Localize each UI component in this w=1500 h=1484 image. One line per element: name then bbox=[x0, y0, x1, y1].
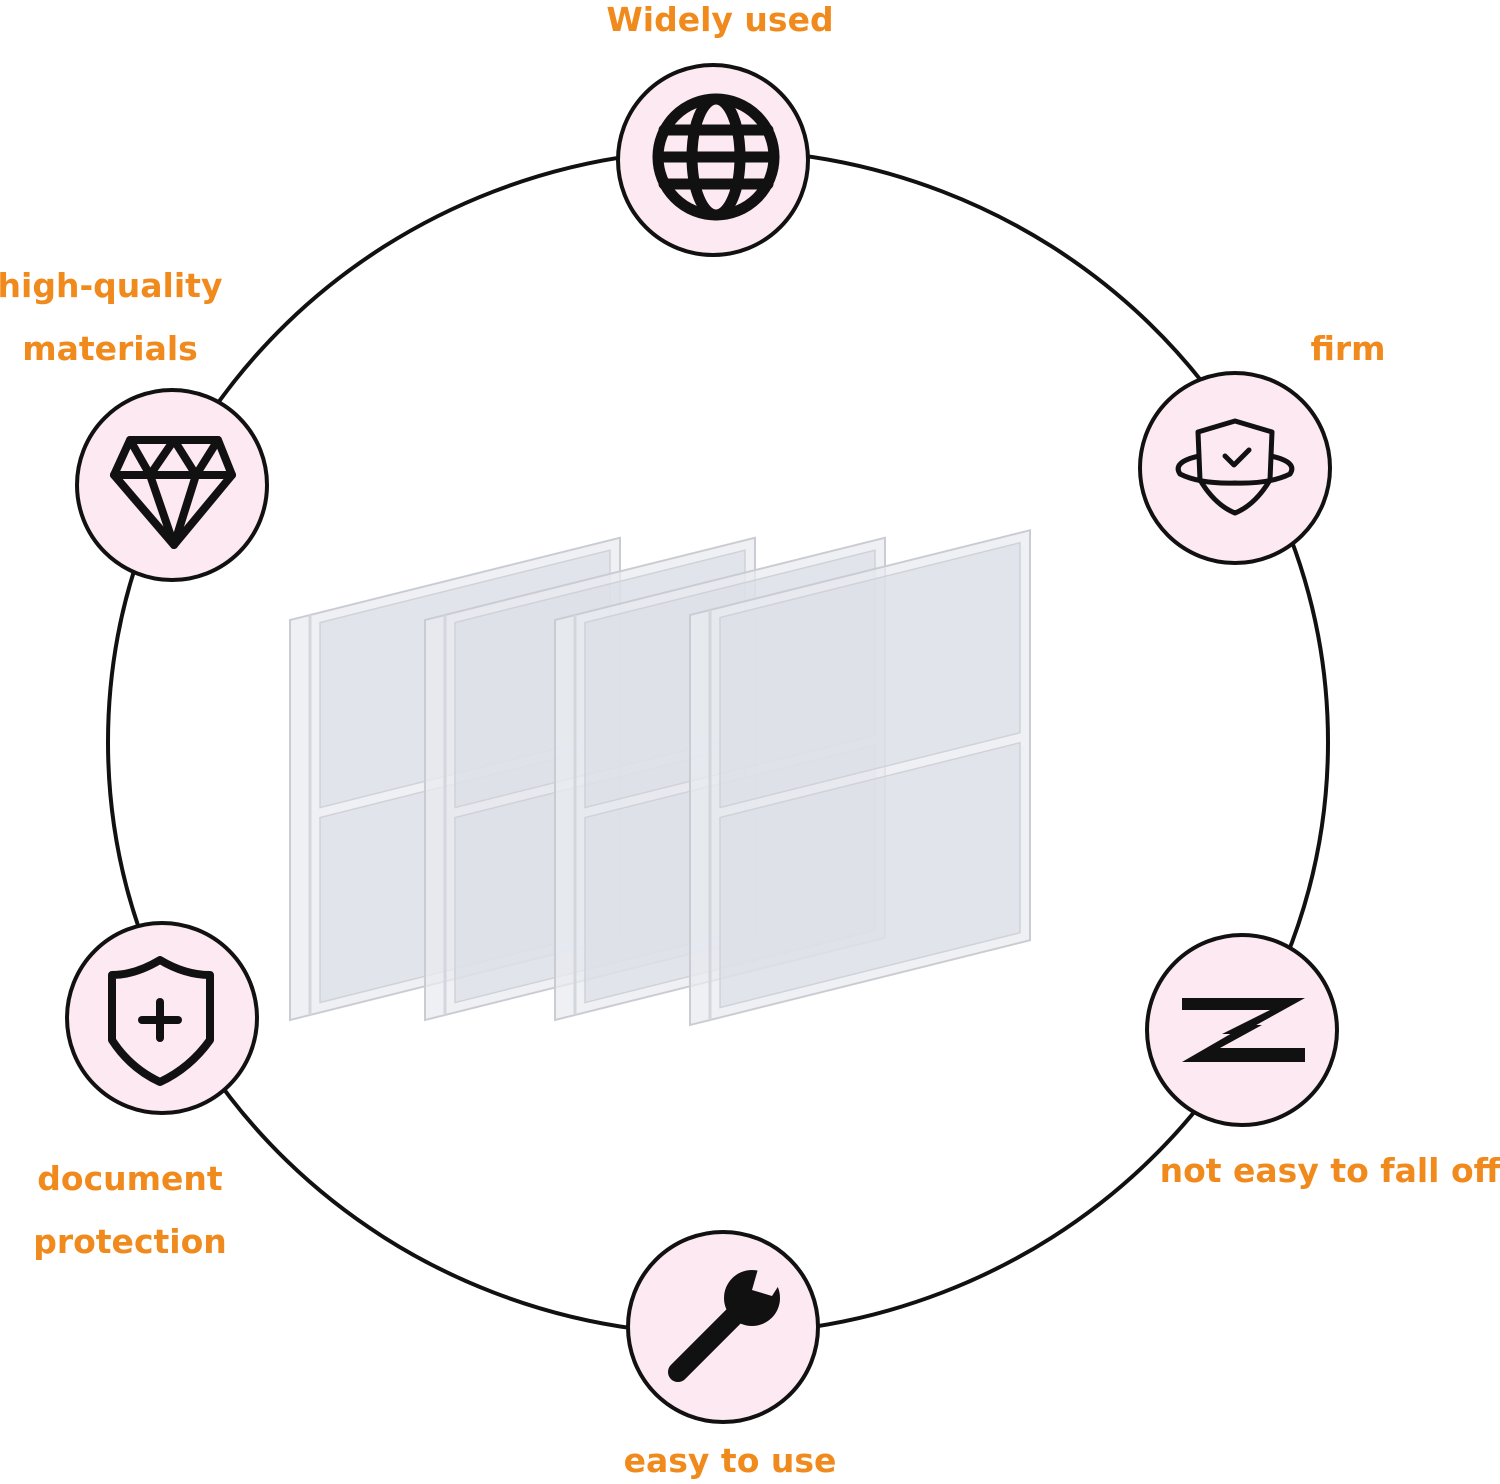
feature-label: high-quality bbox=[0, 266, 222, 305]
feature-label: protection bbox=[33, 1222, 227, 1261]
feature-easy-to-use: easy to use bbox=[624, 1230, 837, 1480]
feature-label: firm bbox=[1310, 329, 1385, 368]
feature-not-easy-to-fall-off: not easy to fall off bbox=[1145, 933, 1500, 1190]
globe-icon bbox=[652, 93, 780, 221]
sheet-protectors-image bbox=[289, 528, 1031, 1027]
shield-check-icon bbox=[1175, 418, 1295, 516]
wrench-icon bbox=[668, 1262, 790, 1382]
feature-document-protection: document protection bbox=[33, 921, 259, 1261]
diamond-icon bbox=[110, 436, 236, 549]
feature-label: Widely used bbox=[606, 0, 833, 39]
feature-label: materials bbox=[22, 329, 198, 368]
feature-firm: firm bbox=[1138, 329, 1386, 565]
feature-label: easy to use bbox=[624, 1441, 837, 1480]
shield-plus-icon bbox=[108, 956, 214, 1086]
feature-label: document bbox=[37, 1159, 223, 1198]
z-lock-icon bbox=[1182, 998, 1305, 1062]
feature-widely-used: Widely used bbox=[606, 0, 834, 257]
feature-label: not easy to fall off bbox=[1160, 1151, 1500, 1190]
feature-high-quality-materials: high-quality materials bbox=[0, 266, 269, 582]
